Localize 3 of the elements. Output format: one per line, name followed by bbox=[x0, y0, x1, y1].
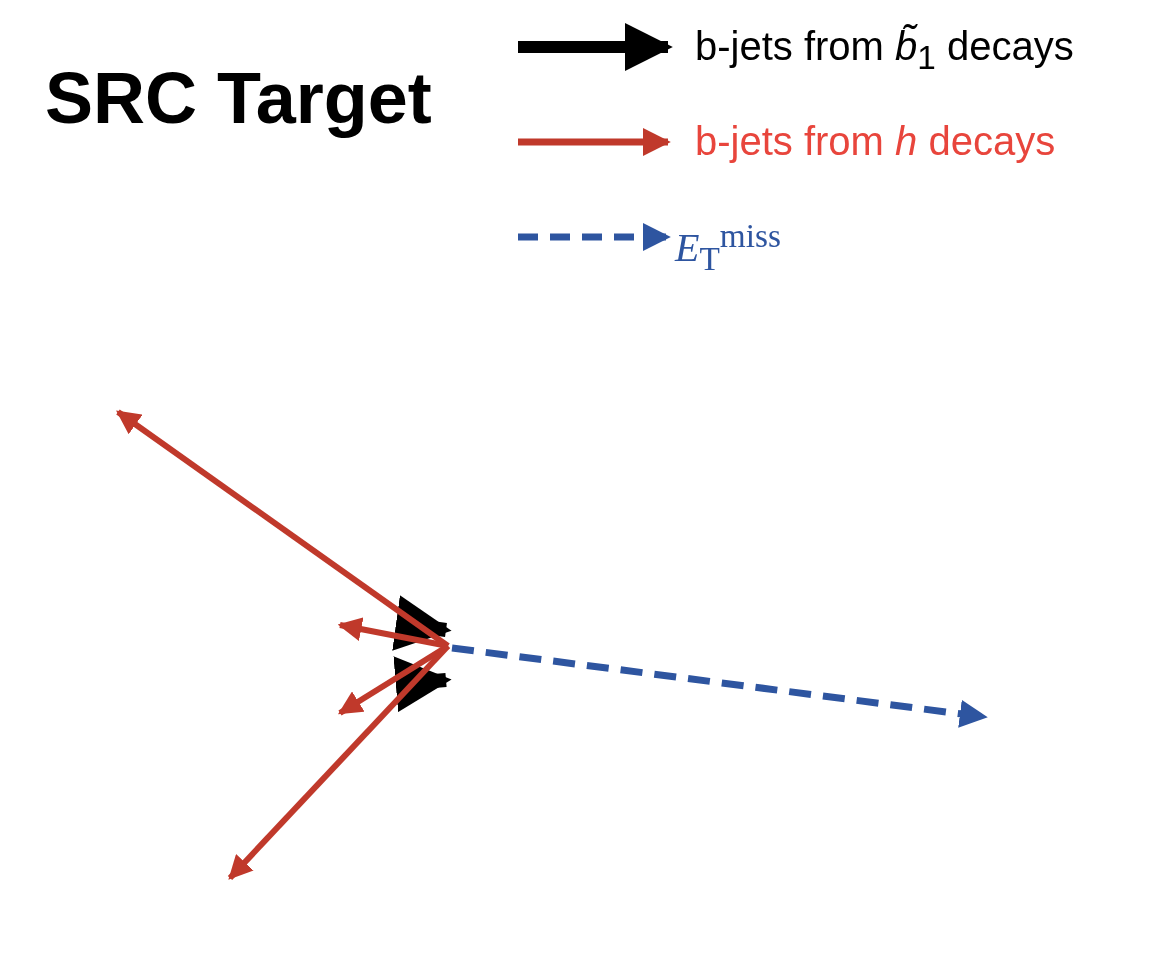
legend-label: b-jets from b̃$_{1}$ decays bbox=[695, 23, 1074, 78]
legend-label: b-jets from h decays bbox=[695, 118, 1056, 165]
diagram-title: SRC Target bbox=[45, 58, 432, 138]
